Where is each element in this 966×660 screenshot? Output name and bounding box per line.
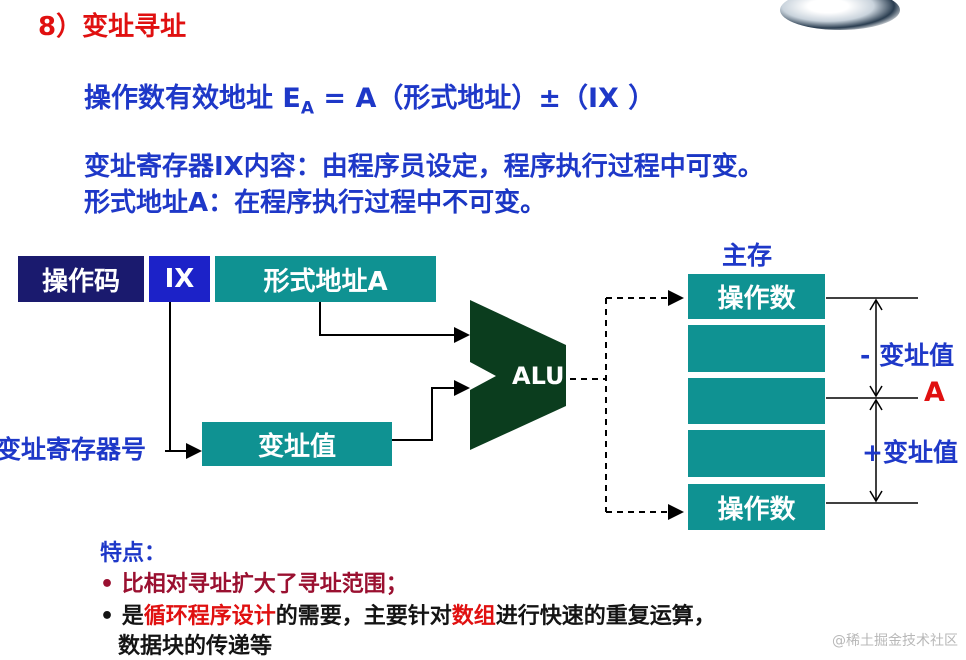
highlight-array: 数组 — [451, 604, 496, 629]
ix-field: IX — [149, 256, 210, 302]
formula-prefix: 操作数有效地址 E — [84, 83, 301, 114]
feature-bullet-1: • 比相对寻址扩大了寻址范围； — [100, 572, 408, 597]
minus-index-label: - 变址值 — [860, 341, 955, 370]
a-label: A — [924, 377, 945, 408]
index-value-box: 变址值 — [202, 422, 392, 466]
alu-notch — [470, 362, 496, 390]
alu-shape — [470, 300, 566, 450]
desc2-text: 形式地址A：在程序执行过程中 — [84, 188, 443, 218]
formula-suffix: = A（形式地址）±（IX ） — [314, 83, 656, 114]
opcode-field: 操作码 — [18, 256, 144, 302]
features-heading: 特点： — [100, 541, 167, 566]
index-register-label: 变址寄存器号 — [0, 435, 147, 464]
formal-address-arrow — [319, 302, 470, 343]
desc1-highlight: 可变。 — [685, 152, 764, 182]
section-title: 8）变址寻址 — [38, 12, 187, 42]
effective-address-formula: 操作数有效地址 EA = A（形式地址）±（IX ） — [84, 76, 655, 118]
memory-cell-3 — [688, 378, 825, 424]
desc1-text: 变址寄存器IX内容：由程序员设定，程序执行过程中 — [84, 152, 686, 182]
memory-cell-2 — [688, 325, 825, 372]
feature-bullet-2: • 是循环程序设计的需要，主要针对数组进行快速的重复运算， — [100, 604, 716, 629]
index-register-description: 变址寄存器IX内容：由程序员设定，程序执行过程中可变。 — [84, 146, 764, 183]
memory-cell-4 — [688, 430, 825, 477]
formula-subscript: A — [300, 98, 315, 119]
alu-label: ALU — [512, 362, 565, 390]
highlight-loop-design: 循环程序设计 — [143, 604, 276, 629]
memory-cell-top: 操作数 — [688, 274, 825, 319]
desc2-highlight: 不可变。 — [442, 188, 547, 218]
memory-cell-bottom: 操作数 — [688, 484, 825, 530]
feature-bullet-2-line2: 数据块的传递等 — [118, 634, 273, 659]
formal-address-description: 形式地址A：在程序执行过程中不可变。 — [84, 182, 546, 219]
watermark: @稀土掘金技术社区 — [832, 633, 958, 649]
plus-index-label: +变址值 — [862, 438, 958, 467]
index-value-arrow — [392, 380, 470, 441]
memory-title: 主存 — [722, 241, 773, 270]
formal-address-field: 形式地址A — [215, 256, 436, 302]
